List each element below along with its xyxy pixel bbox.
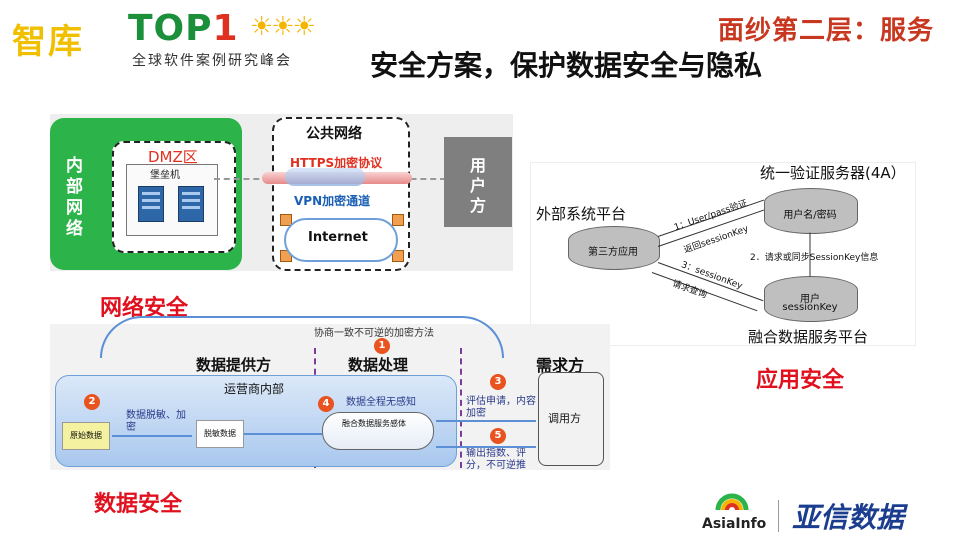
top-logo-one: 1 [212,8,239,49]
request-arrow [436,420,536,422]
page-title: 安全方案，保护数据安全与隐私 [370,49,763,82]
step-badge-3: 3 [490,374,506,390]
to-processing-arrow [244,433,322,435]
third-party-label: 第三方应用 [588,247,638,258]
footer-separator [778,500,779,532]
encryption-arc [100,316,504,358]
user-pass-label: 用户名/密码 [783,210,837,221]
desensitize-label: 数据脱敏、加密 [126,410,186,433]
data-provider-heading: 数据提供方 [196,356,272,374]
zhiku-logo-text: 智库 [12,22,84,62]
caller-label: 调用方 [548,412,581,425]
evaluate-label: 评估申请，内容加密 [466,396,536,419]
public-network-label: 公共网络 [306,126,362,142]
bastion-label: 堡垒机 [150,170,180,181]
encryption-arc-label: 协商一致不可逆的加密方法 [314,328,434,339]
fusion-platform-title: 融合数据服务平台 [748,328,869,346]
demand-box [538,372,604,466]
operator-internal-label: 运营商内部 [224,382,285,396]
fusion-entity-label: 融合数据服务感体 [342,419,406,428]
user-session-label-1: 用户 [800,294,820,305]
step-badge-4: 4 [318,396,334,412]
internet-label: Internet [308,230,368,245]
output-label: 输出指数、评分，不可逆推 [466,448,526,471]
output-arrow [436,446,536,448]
fusion-entity-pipe [322,412,434,450]
app-security-label: 应用安全 [756,368,845,393]
user-party-block [444,137,512,227]
dmz-label: DMZ区 [148,148,198,166]
internet-cloud-icon [284,218,398,262]
full-process-label: 数据全程无感知 [346,397,416,408]
data-security-label: 数据安全 [94,492,183,517]
router-icon [280,214,292,226]
step-badge-5: 5 [490,428,506,444]
step-badge-1: 1 [374,338,390,354]
yaxin-logo-text: 亚信数据 [792,501,905,534]
step-badge-2: 2 [84,394,100,410]
sun-icons: ☀☀☀ [250,12,316,42]
user-party-label: 用户方 [470,156,487,215]
layer-title: 面纱第二层：服务 [717,16,934,46]
top-logo-text: TOP [128,8,213,49]
raw-data-doc: 原始数据 [62,422,110,450]
router-icon [392,250,404,262]
auth-db-cylinder [764,188,858,234]
logo-subtitle: 全球软件案例研究峰会 [132,53,292,69]
https-label: HTTPS加密协议 [290,156,383,170]
asiainfo-text: AsiaInfo [702,516,767,532]
step2-label: 2．请求或同步SessionKey信息 [750,253,879,263]
router-icon [392,214,404,226]
user-session-label-2: sessionKey [782,302,838,313]
asiainfo-logo-icon [715,493,749,511]
fusion-db-cylinder [764,276,858,322]
third-party-cylinder [568,226,660,270]
vpn-tunnel [285,168,365,186]
top1-logo: TOP1 [128,8,239,49]
data-processing-heading: 数据处理 [348,356,409,374]
server-icon [178,186,204,222]
inner-network-label: 内部网络 [66,156,83,239]
auth-server-title: 统一验证服务器(4A） [760,164,906,182]
demand-heading: 需求方 [536,356,585,375]
column-divider [460,348,462,468]
desensitized-data-doc: 脱敏数据 [196,420,244,448]
vpn-label: VPN加密通道 [294,194,371,208]
app-security-panel [530,162,916,346]
external-platform-title: 外部系统平台 [536,205,627,223]
server-icon [138,186,164,222]
desensitize-arrow [112,435,192,437]
